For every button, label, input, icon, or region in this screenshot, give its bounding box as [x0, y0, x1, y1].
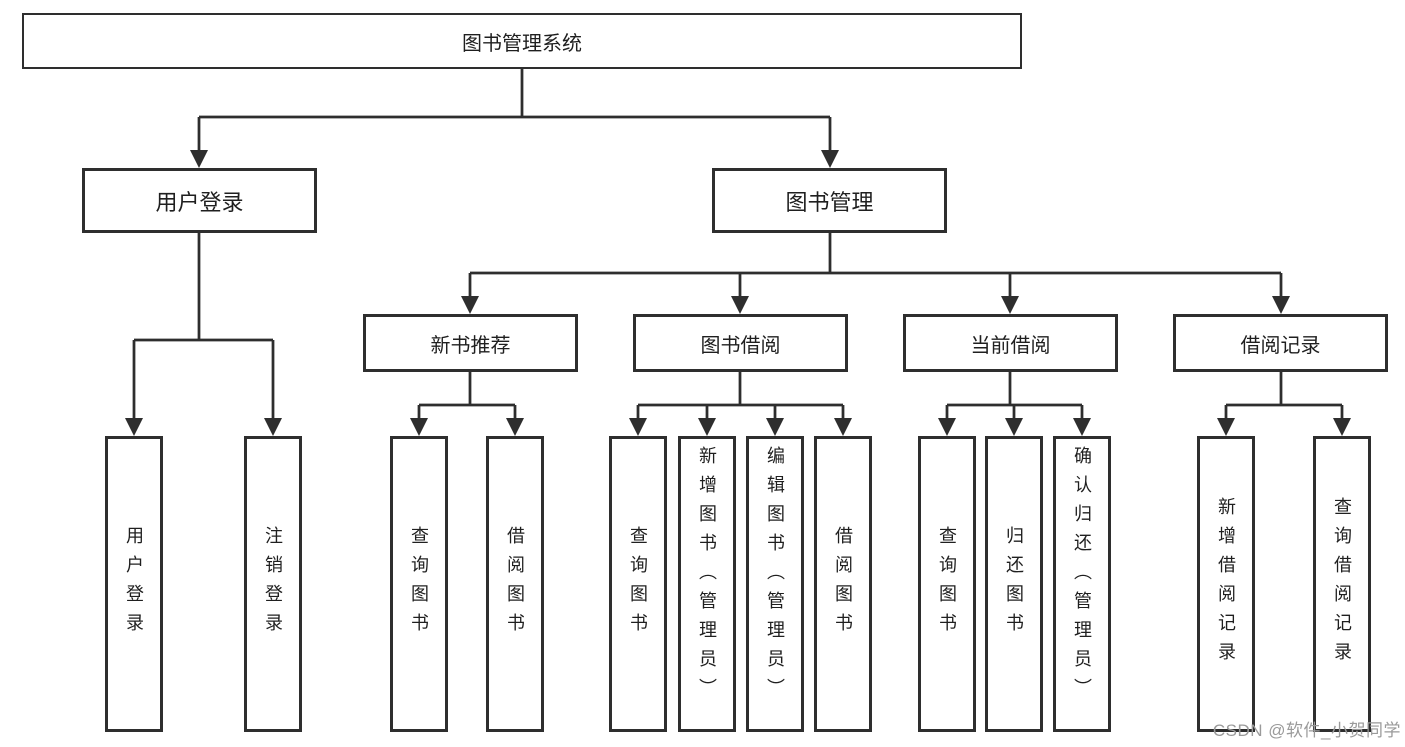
arrowheads	[125, 150, 1351, 436]
leaf-label: 用户登录	[124, 526, 144, 642]
leaf-borrow-books-borrowing: 借阅图书	[814, 436, 872, 732]
leaf-label: 确认归还（管理员）	[1072, 446, 1092, 707]
node-label: 图书借阅	[700, 334, 781, 357]
leaf-label: 查询图书	[409, 526, 429, 642]
node-label: 当前借阅	[970, 334, 1051, 357]
leaf-query-borrow-record: 查询借阅记录	[1313, 436, 1371, 732]
node-borrowing-records: 借阅记录	[1173, 314, 1388, 372]
leaf-add-book-admin: 新增图书（管理员）	[678, 436, 736, 732]
leaf-edit-book-admin: 编辑图书（管理员）	[746, 436, 804, 732]
leaf-user-login: 用户登录	[105, 436, 163, 732]
leaf-query-books-current: 查询图书	[918, 436, 976, 732]
leaf-label: 新增图书（管理员）	[697, 446, 717, 707]
leaf-label: 归还图书	[1004, 526, 1024, 642]
node-library-management-system: 图书管理系统	[22, 13, 1022, 69]
leaf-return-book: 归还图书	[985, 436, 1043, 732]
node-label: 图书管理系统	[462, 32, 582, 55]
leaf-label: 借阅图书	[505, 526, 525, 642]
node-label: 借阅记录	[1240, 334, 1321, 357]
leaf-label: 查询图书	[937, 526, 957, 642]
leaf-borrow-books-recommend: 借阅图书	[486, 436, 544, 732]
node-book-borrowing: 图书借阅	[633, 314, 848, 372]
node-label: 新书推荐	[430, 334, 511, 357]
node-current-borrowing: 当前借阅	[903, 314, 1118, 372]
leaf-logout: 注销登录	[244, 436, 302, 732]
node-label: 用户登录	[155, 189, 244, 215]
leaf-label: 编辑图书（管理员）	[765, 446, 785, 707]
leaf-label: 新增借阅记录	[1216, 497, 1236, 671]
leaf-label: 借阅图书	[833, 526, 853, 642]
node-book-management: 图书管理	[712, 168, 947, 233]
node-new-book-recommend: 新书推荐	[363, 314, 578, 372]
leaf-add-borrow-record: 新增借阅记录	[1197, 436, 1255, 732]
leaf-confirm-return-admin: 确认归还（管理员）	[1053, 436, 1111, 732]
node-label: 图书管理	[785, 189, 874, 215]
leaf-label: 注销登录	[263, 526, 283, 642]
node-user-login: 用户登录	[82, 168, 317, 233]
leaf-query-books-recommend: 查询图书	[390, 436, 448, 732]
connector-group	[132, 69, 1344, 420]
csdn-watermark: CSDN @软件_小贺同学	[1212, 721, 1401, 740]
leaf-query-books-borrowing: 查询图书	[609, 436, 667, 732]
leaf-label: 查询借阅记录	[1332, 497, 1352, 671]
leaf-label: 查询图书	[628, 526, 648, 642]
